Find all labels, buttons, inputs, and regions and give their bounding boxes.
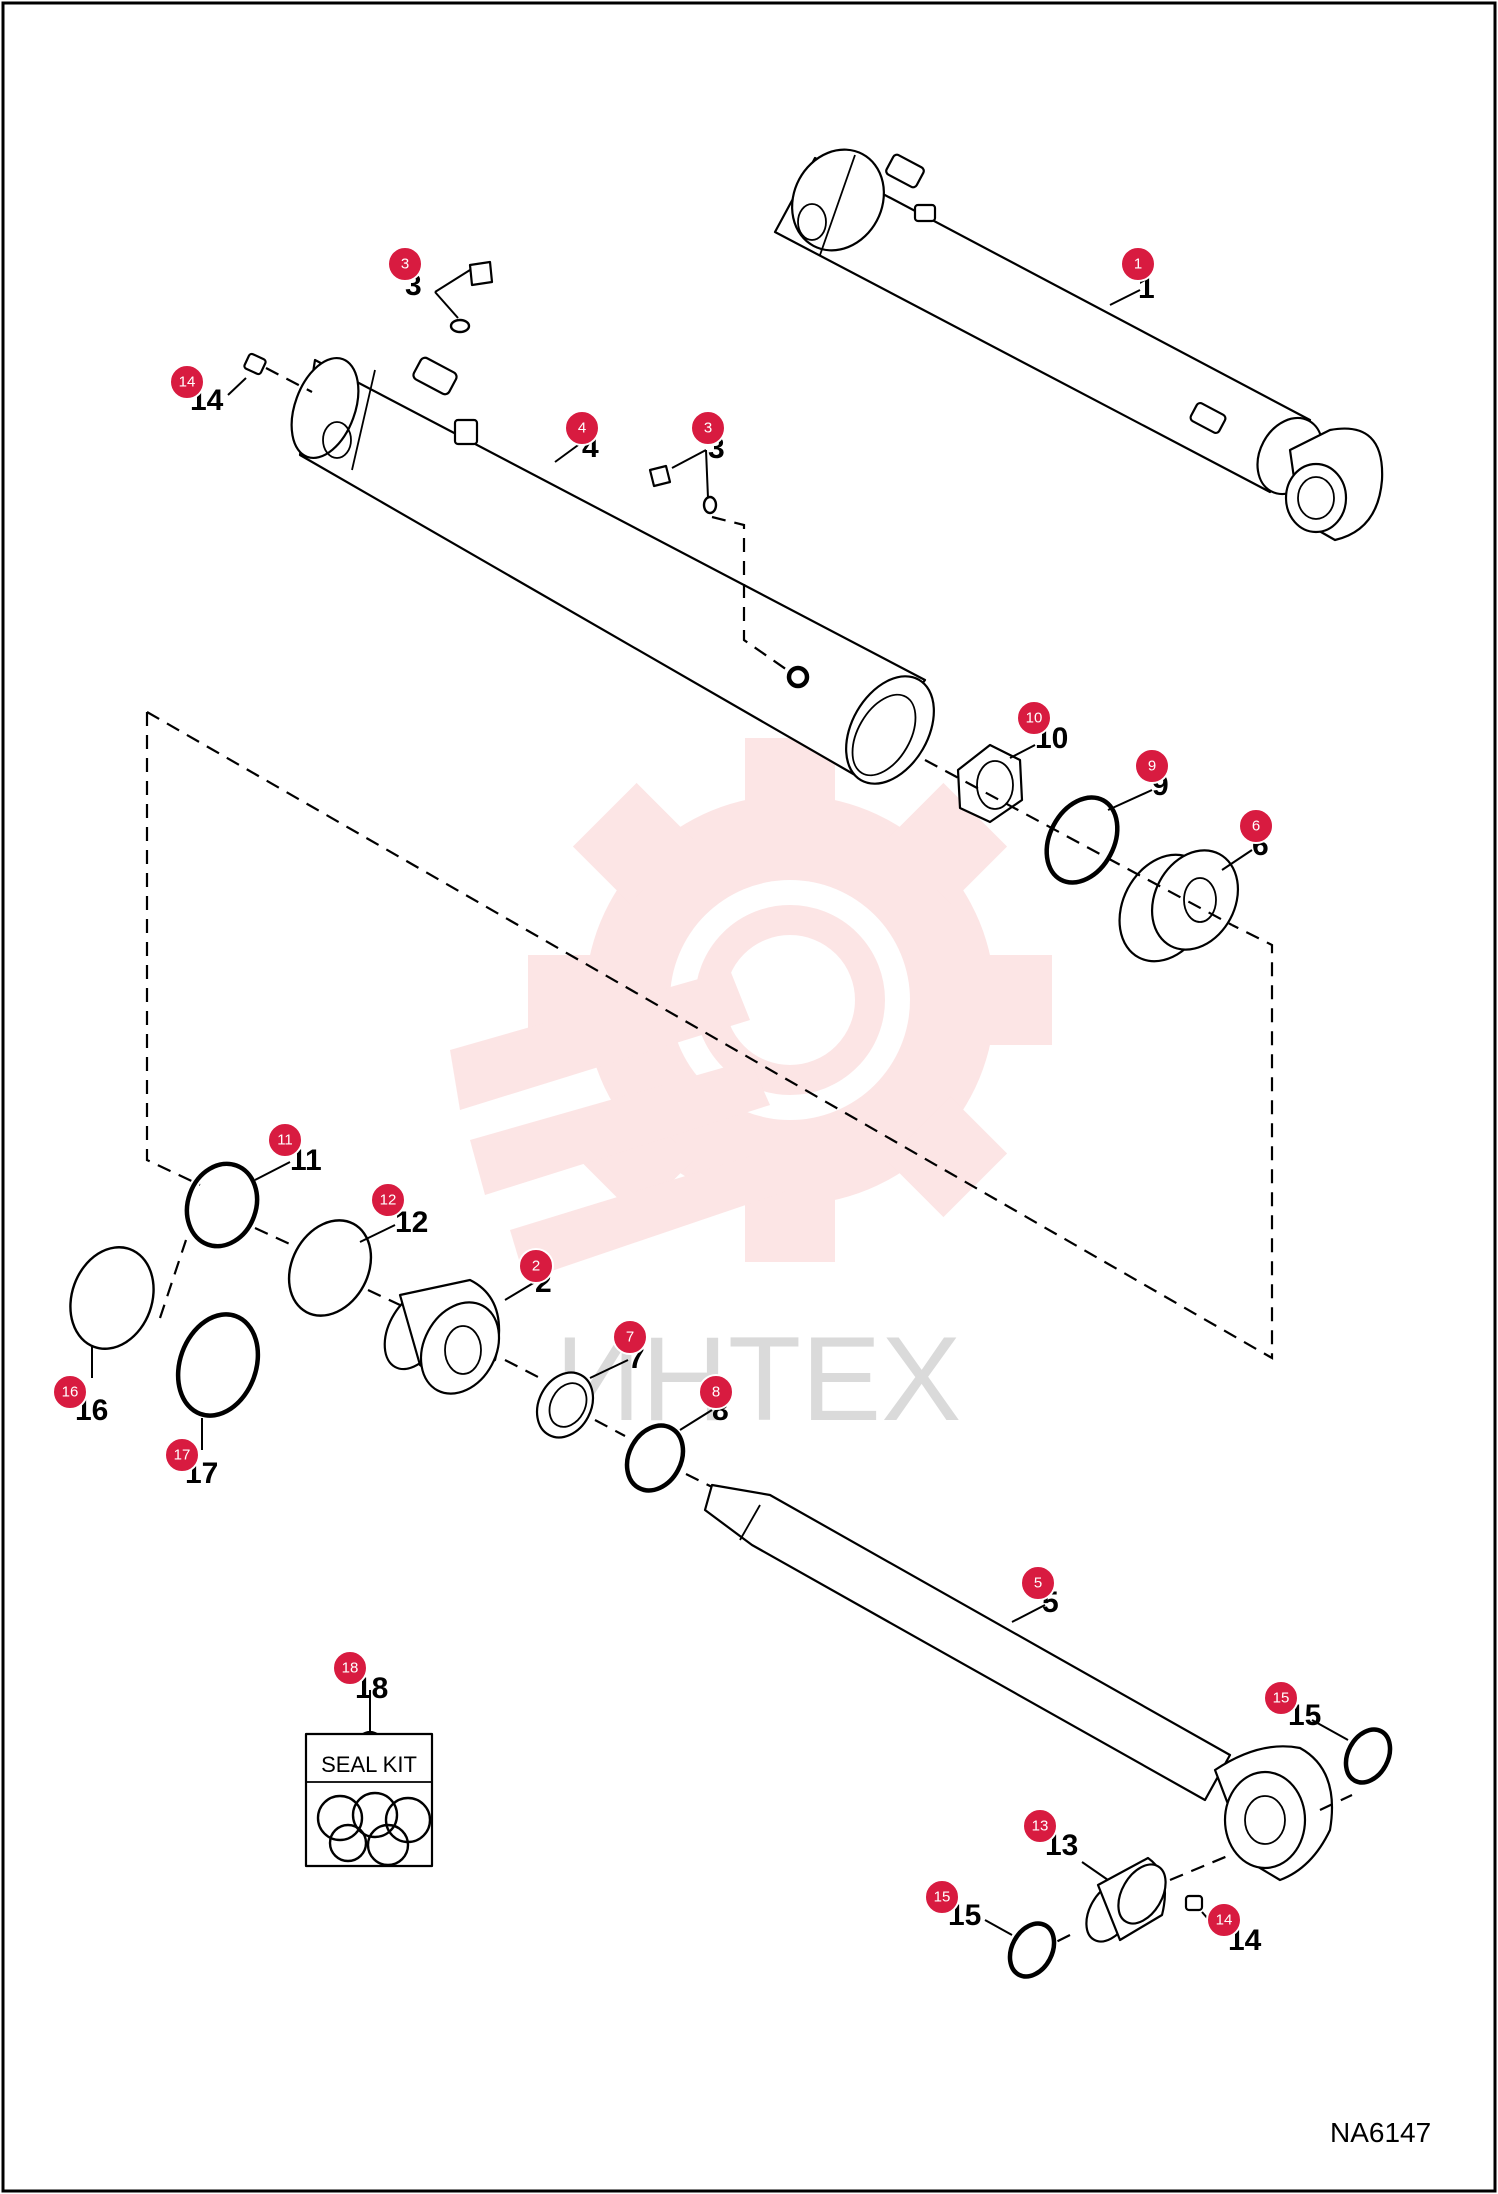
o-ring-part-16	[69, 1246, 155, 1350]
badge-12[interactable]: 12	[370, 1182, 406, 1218]
badge-1[interactable]: 1	[1120, 246, 1156, 282]
svg-text:1: 1	[1134, 256, 1142, 273]
rod-connector-dash	[1319, 1794, 1353, 1811]
piston-rod-part-5	[703, 1483, 1334, 1882]
svg-text:13: 13	[1032, 1818, 1049, 1835]
svg-text:8: 8	[712, 1384, 720, 1401]
svg-text:4: 4	[578, 420, 586, 437]
nut-part-10	[956, 743, 1024, 824]
badge-15-right[interactable]: 15	[1263, 1680, 1299, 1716]
assembly-line-long	[146, 711, 1274, 1360]
svg-text:10: 10	[1026, 710, 1043, 727]
svg-text:11: 11	[277, 1132, 293, 1149]
badge-6[interactable]: 6	[1238, 808, 1274, 844]
seal-connector-dash	[594, 1419, 626, 1437]
svg-text:14: 14	[1216, 1912, 1233, 1929]
badge-13[interactable]: 13	[1022, 1808, 1058, 1844]
svg-text:2: 2	[532, 1258, 540, 1275]
piston-part-6	[1118, 849, 1240, 963]
svg-text:3: 3	[401, 256, 409, 273]
badge-11[interactable]: 11	[267, 1122, 303, 1158]
badge-10[interactable]: 10	[1016, 700, 1052, 736]
plug-fitting-top	[449, 260, 494, 334]
svg-text:17: 17	[174, 1447, 191, 1464]
svg-text:5: 5	[1034, 1575, 1042, 1592]
cylinder-barrel	[290, 356, 935, 785]
badge-2[interactable]: 2	[518, 1248, 554, 1284]
badge-17[interactable]: 17	[164, 1437, 200, 1473]
badge-15-left[interactable]: 15	[924, 1879, 960, 1915]
badge-7[interactable]: 7	[612, 1319, 648, 1355]
watermark-logo	[450, 738, 1052, 1280]
ring-connector-dash	[158, 1239, 188, 1319]
badge-8[interactable]: 8	[698, 1374, 734, 1410]
ring-connector-dash-3	[367, 1289, 401, 1306]
badge-16[interactable]: 16	[52, 1374, 88, 1410]
svg-text:12: 12	[380, 1192, 397, 1209]
badge-3-top[interactable]: 3	[387, 246, 423, 282]
o-ring-part-15-left	[1007, 1921, 1057, 1979]
seal-kit-label: SEAL KIT	[321, 1752, 417, 1777]
o-ring-part-15-right	[1343, 1727, 1393, 1785]
ring-connector-dash-2	[254, 1227, 293, 1246]
svg-text:16: 16	[62, 1384, 79, 1401]
badge-14-top[interactable]: 14	[169, 364, 205, 400]
assembled-cylinder	[773, 148, 1384, 542]
badge-9[interactable]: 9	[1134, 748, 1170, 784]
drawing-code: NA6147	[1330, 2117, 1431, 2148]
svg-text:14: 14	[179, 374, 196, 391]
seal-connector-dash-2	[685, 1473, 713, 1488]
seal-kit-package	[304, 1690, 434, 1868]
badge-4[interactable]: 4	[564, 410, 600, 446]
badge-14-bottom[interactable]: 14	[1206, 1902, 1242, 1938]
badge-5[interactable]: 5	[1020, 1565, 1056, 1601]
assembly-line-upper	[924, 759, 1233, 926]
svg-text:7: 7	[626, 1329, 634, 1346]
bushing-connector-dash	[1169, 1853, 1231, 1882]
bushing-part-13	[1085, 1856, 1167, 1943]
gland-connector-dash	[504, 1359, 541, 1379]
svg-text:9: 9	[1148, 758, 1156, 775]
badge-3-middle[interactable]: 3	[690, 410, 726, 446]
seal-part-7	[535, 1371, 595, 1439]
o-ring-part-17	[175, 1312, 261, 1418]
wiper-seal-part-8	[624, 1423, 686, 1493]
o-ring-part-12	[287, 1219, 373, 1317]
plug-fitting-middle	[648, 464, 791, 673]
bushing-connector-dash-2	[1049, 1934, 1071, 1946]
svg-text:6: 6	[1252, 818, 1260, 835]
seal-ring-part-9	[1044, 795, 1120, 885]
gland-part-2	[383, 1278, 501, 1395]
grease-fitting-top-left	[243, 352, 313, 393]
svg-text:15: 15	[1273, 1690, 1290, 1707]
assembly-line-left	[145, 712, 201, 1186]
svg-text:18: 18	[342, 1660, 359, 1677]
o-ring-part-11	[184, 1161, 260, 1249]
badge-18[interactable]: 18	[332, 1650, 368, 1686]
svg-text:15: 15	[934, 1889, 951, 1906]
grease-fitting-part-14-bottom	[1184, 1894, 1204, 1912]
svg-text:3: 3	[704, 420, 712, 437]
